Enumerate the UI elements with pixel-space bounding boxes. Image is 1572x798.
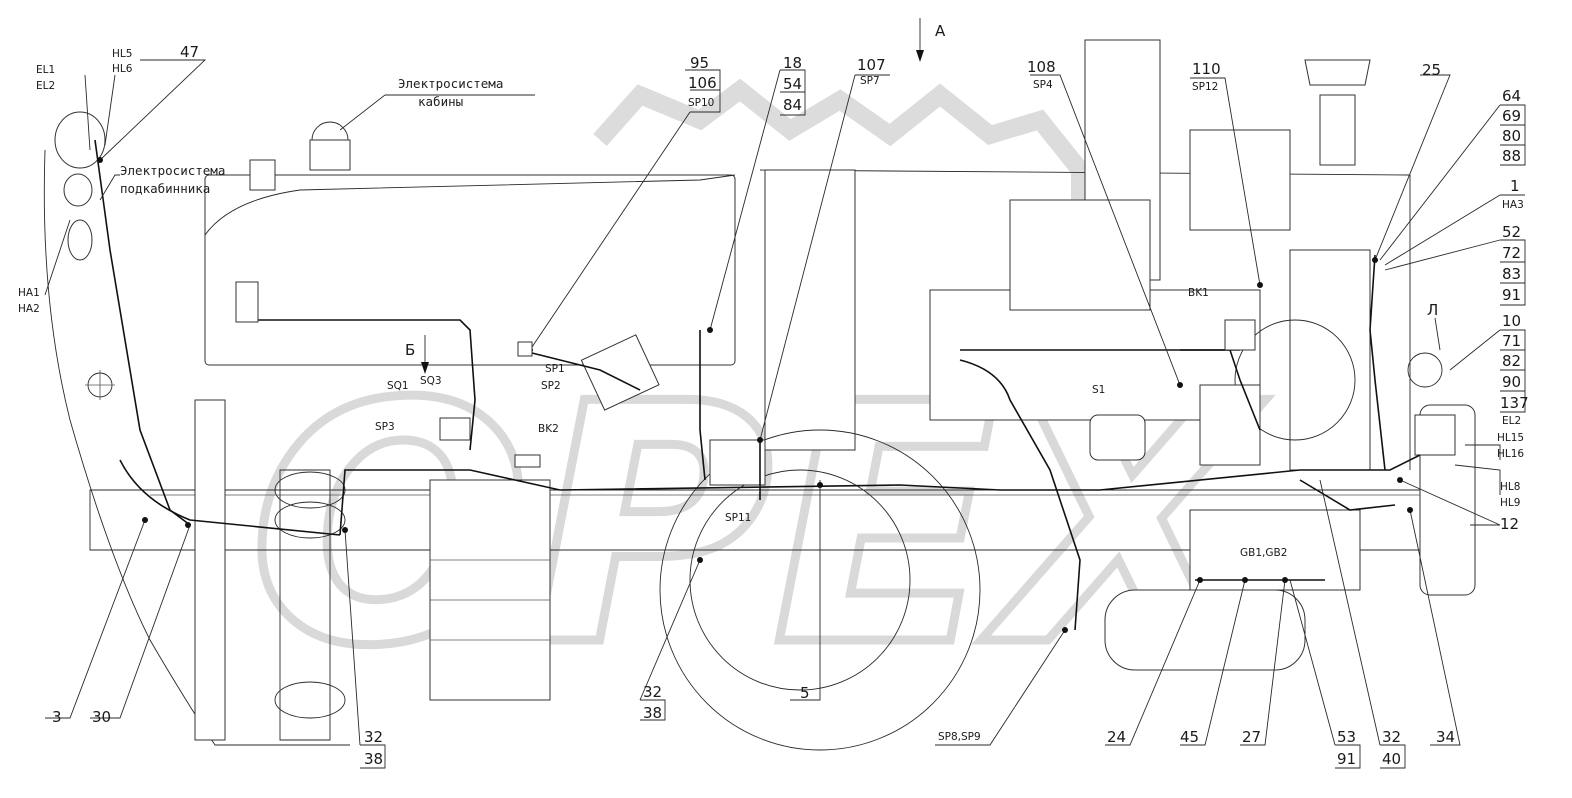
callout-45: 45 [1180, 728, 1199, 746]
callout-25: 25 [1422, 61, 1441, 79]
callout-32-right: 32 [1382, 728, 1401, 746]
cabin-note-1: Электросистема [398, 76, 503, 91]
callout-el2-right: EL2 [1502, 415, 1521, 427]
callout-38-left: 38 [364, 750, 383, 768]
label-gb1-gb2: GB1,GB2 [1240, 547, 1287, 559]
callout-91: 91 [1502, 286, 1521, 304]
callout-sp10: SP10 [688, 97, 714, 109]
callout-ha1: HA1 [18, 287, 40, 299]
view-l-label: Л [1427, 301, 1438, 319]
components [235, 281, 1256, 468]
callout-84: 84 [783, 96, 802, 114]
callout-sp8-sp9: SP8,SP9 [938, 731, 981, 743]
callout-hl5: HL5 [112, 48, 132, 60]
callout-108: 108 [1027, 58, 1056, 76]
leader-lines [44, 18, 1526, 769]
callout-71: 71 [1502, 332, 1521, 350]
callout-53: 53 [1337, 728, 1356, 746]
tractor-outline [43, 39, 1476, 751]
callout-hl8: HL8 [1500, 481, 1520, 493]
callout-82: 82 [1502, 352, 1521, 370]
subcab-note-1: Электросистема [120, 163, 225, 178]
view-b-label: Б [405, 341, 415, 359]
callout-91-bottom: 91 [1337, 750, 1356, 768]
label-bk1: BK1 [1188, 287, 1209, 299]
callout-137: 137 [1500, 394, 1529, 412]
callout-80: 80 [1502, 127, 1521, 145]
callout-88: 88 [1502, 147, 1521, 165]
sensor-bk2 [514, 454, 541, 468]
subcab-note-2: подкабинника [120, 181, 210, 196]
label-s1: S1 [1092, 384, 1105, 396]
callout-40: 40 [1382, 750, 1401, 768]
connector-cabin [235, 281, 259, 323]
callout-hl16: HL16 [1497, 448, 1524, 460]
callout-hl9: HL9 [1500, 497, 1520, 509]
sensor-bk1 [1224, 319, 1256, 351]
callout-107: 107 [857, 56, 886, 74]
callout-sp7: SP7 [860, 75, 880, 87]
label-sp3: SP3 [375, 421, 395, 433]
view-a-label: А [935, 22, 946, 40]
callout-72: 72 [1502, 244, 1521, 262]
label-sp2: SP2 [541, 380, 561, 392]
callout-3: 3 [52, 708, 62, 726]
wiring-harness [94, 139, 1421, 631]
view-b-arrow [421, 362, 429, 374]
callout-64: 64 [1502, 87, 1521, 105]
callout-10: 10 [1502, 312, 1521, 330]
connector-dots [97, 50, 1413, 633]
callout-24: 24 [1107, 728, 1126, 746]
callout-27: 27 [1242, 728, 1261, 746]
callout-69: 69 [1502, 107, 1521, 125]
callout-38-mid: 38 [643, 704, 662, 722]
view-a-arrow [916, 50, 924, 62]
callout-54: 54 [783, 75, 802, 93]
callout-12: 12 [1500, 515, 1519, 533]
callout-32-mid: 32 [643, 683, 662, 701]
callout-106: 106 [688, 74, 717, 92]
callout-32-left: 32 [364, 728, 383, 746]
label-sp11: SP11 [725, 512, 751, 524]
callout-hl15: HL15 [1497, 432, 1524, 444]
callout-el1: EL1 [36, 64, 55, 76]
callout-90: 90 [1502, 373, 1521, 391]
sensor-sp10 [517, 341, 533, 357]
callout-1: 1 [1510, 177, 1520, 195]
callout-ha2: HA2 [18, 303, 40, 315]
callout-sp4: SP4 [1033, 79, 1053, 91]
callout-83: 83 [1502, 265, 1521, 283]
switch-sq-block [439, 417, 471, 441]
callout-30: 30 [92, 708, 111, 726]
callout-34: 34 [1436, 728, 1455, 746]
callout-ha3: HA3 [1502, 199, 1524, 211]
callout-hl6: HL6 [112, 63, 133, 75]
label-bk2: BK2 [538, 423, 559, 435]
callout-sp12: SP12 [1192, 81, 1218, 93]
callout-110: 110 [1192, 60, 1221, 78]
callout-95: 95 [690, 54, 709, 72]
callout-47: 47 [180, 43, 199, 61]
callout-5: 5 [800, 684, 810, 702]
label-sq1: SQ1 [387, 380, 409, 392]
callout-18: 18 [783, 54, 802, 72]
label-sp1: SP1 [545, 363, 565, 375]
labels: А Б Л Электросистема кабины Электросисте… [18, 22, 1529, 768]
callout-52: 52 [1502, 223, 1521, 241]
cabin-note-2: кабины [418, 94, 463, 109]
callout-el2: EL2 [36, 80, 55, 92]
label-sq3: SQ3 [420, 375, 442, 387]
